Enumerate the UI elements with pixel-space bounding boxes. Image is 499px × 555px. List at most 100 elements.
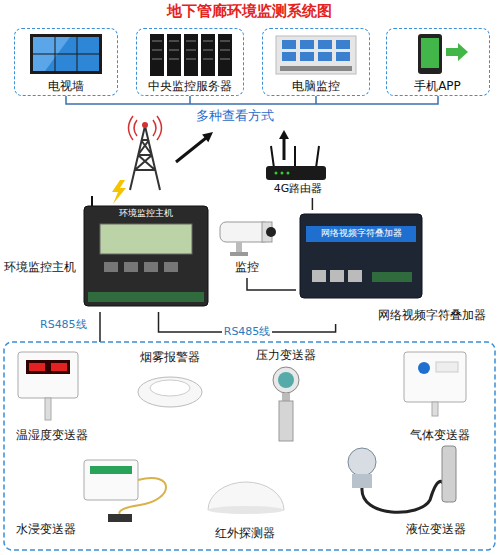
router-icon [281, 172, 284, 175]
lightning-symbol [112, 180, 126, 204]
display-terminal: 中央监控服务器 [136, 28, 244, 96]
water-leak-sensor [84, 460, 138, 500]
phone-icon [446, 43, 468, 61]
level-transmitter [348, 448, 376, 476]
node-label: 烟雾报警器 [140, 350, 200, 364]
sensor-region [4, 342, 495, 550]
sensor-device: 烟雾报警器 [120, 350, 220, 416]
router-icon [271, 146, 319, 168]
view-bracket [66, 96, 438, 104]
node-label: 手机APP [414, 79, 461, 93]
diagram-title: 地下管廊环境监测系统图 [0, 2, 499, 20]
display-terminal: 手机APP [386, 28, 490, 96]
camera-icon [220, 222, 276, 256]
monitor-room-icon [318, 52, 332, 61]
device-printed-name: 环境监控主机 [119, 208, 173, 219]
upload-arrow [202, 132, 213, 142]
signal-tower [129, 116, 162, 190]
rs485-cable [99, 312, 101, 342]
pressure-transmitter [278, 372, 294, 388]
host-device [91, 196, 93, 206]
sensor-device: 压力变送器 [240, 348, 332, 448]
monitor-room-icon [280, 66, 352, 71]
monitor-room-icon [300, 40, 314, 49]
temp-humidity-sensor [45, 398, 51, 420]
signal-tower [130, 126, 160, 190]
server-rack-icon [152, 41, 230, 59]
water-leak-sensor [108, 514, 132, 522]
gas-transmitter [432, 402, 438, 416]
lightning-symbol [112, 180, 126, 204]
tv-wall-icon [30, 34, 102, 74]
device-printed-name: 网络视频字符叠加器 [321, 228, 402, 239]
temp-humidity-sensor [18, 352, 78, 420]
water-leak-sensor [84, 460, 166, 522]
smoke-detector [138, 377, 202, 407]
temp-humidity-sensor [26, 360, 70, 374]
camera-icon [230, 252, 248, 256]
node-label: 水浸变送器 [16, 522, 76, 536]
phone-icon [418, 34, 442, 74]
phone-icon [418, 34, 468, 74]
node-label: 温湿度变送器 [16, 428, 88, 442]
upload-arrow [176, 138, 206, 162]
level-transmitter [442, 446, 456, 502]
monitor-room-icon [318, 40, 332, 49]
sensor-device: 液位变送器 [334, 440, 490, 546]
host-device [88, 292, 204, 302]
overlay-device: 网络视频字符叠加器 [296, 210, 494, 324]
infrared-detector [208, 506, 284, 514]
node-label: 中央监控服务器 [148, 79, 232, 93]
sensor-device: 温湿度变送器 [10, 348, 106, 444]
pressure-transmitter [282, 393, 290, 401]
view-bracket [66, 96, 438, 104]
node-label: 4G路由器 [274, 182, 323, 195]
overlay-device [330, 270, 344, 282]
monitor-room-icon [336, 40, 350, 49]
temp-humidity-sensor [29, 363, 45, 371]
gas-transmitter [436, 362, 458, 372]
node-label: 环境监控主机 [4, 260, 76, 274]
host-device: 环境监控主机 [4, 204, 210, 312]
gas-transmitter [404, 352, 466, 402]
cable-connector [247, 278, 296, 290]
router-device: 4G路由器 [262, 140, 334, 198]
router-icon [275, 172, 278, 175]
sensor-device: 红外探测器 [190, 462, 300, 546]
host-device [84, 196, 208, 306]
monitor-room-icon [336, 52, 350, 61]
tv-wall-icon [33, 37, 99, 71]
sensor-device: 气体变送器 [390, 348, 490, 444]
display-terminal: 电脑监控 [262, 28, 370, 96]
rs485-cable [100, 312, 101, 342]
camera-device: 监控 [214, 218, 280, 278]
node-label: 电脑监控 [292, 79, 340, 93]
node-label: 气体变送器 [410, 428, 470, 442]
router-icon [287, 172, 290, 175]
node-label: 网络视频字符叠加器 [378, 308, 486, 322]
cable-label: RS485线 [40, 318, 87, 331]
node-label: 监控 [235, 260, 259, 274]
level-transmitter [362, 481, 448, 512]
level-transmitter [352, 474, 372, 488]
water-leak-sensor [119, 478, 166, 514]
node-label: 红外探测器 [215, 526, 275, 540]
node-label: 压力变送器 [256, 348, 316, 362]
router-icon [266, 146, 326, 180]
tv-wall-icon [33, 54, 99, 55]
node-label: 电视墙 [48, 79, 84, 93]
server-rack-icon [150, 34, 232, 76]
camera-icon [266, 227, 276, 237]
monitor-room-icon [282, 52, 296, 61]
host-device [124, 262, 138, 272]
display-terminal: 电视墙 [14, 28, 118, 96]
overlay-device [312, 270, 326, 282]
phone-icon [421, 38, 439, 68]
host-device [84, 206, 208, 306]
sensor-region [4, 342, 495, 550]
overlay-device [300, 214, 422, 298]
sensor-device: 水浸变送器 [10, 456, 170, 540]
router-icon [266, 166, 326, 180]
camera-icon [236, 242, 242, 252]
